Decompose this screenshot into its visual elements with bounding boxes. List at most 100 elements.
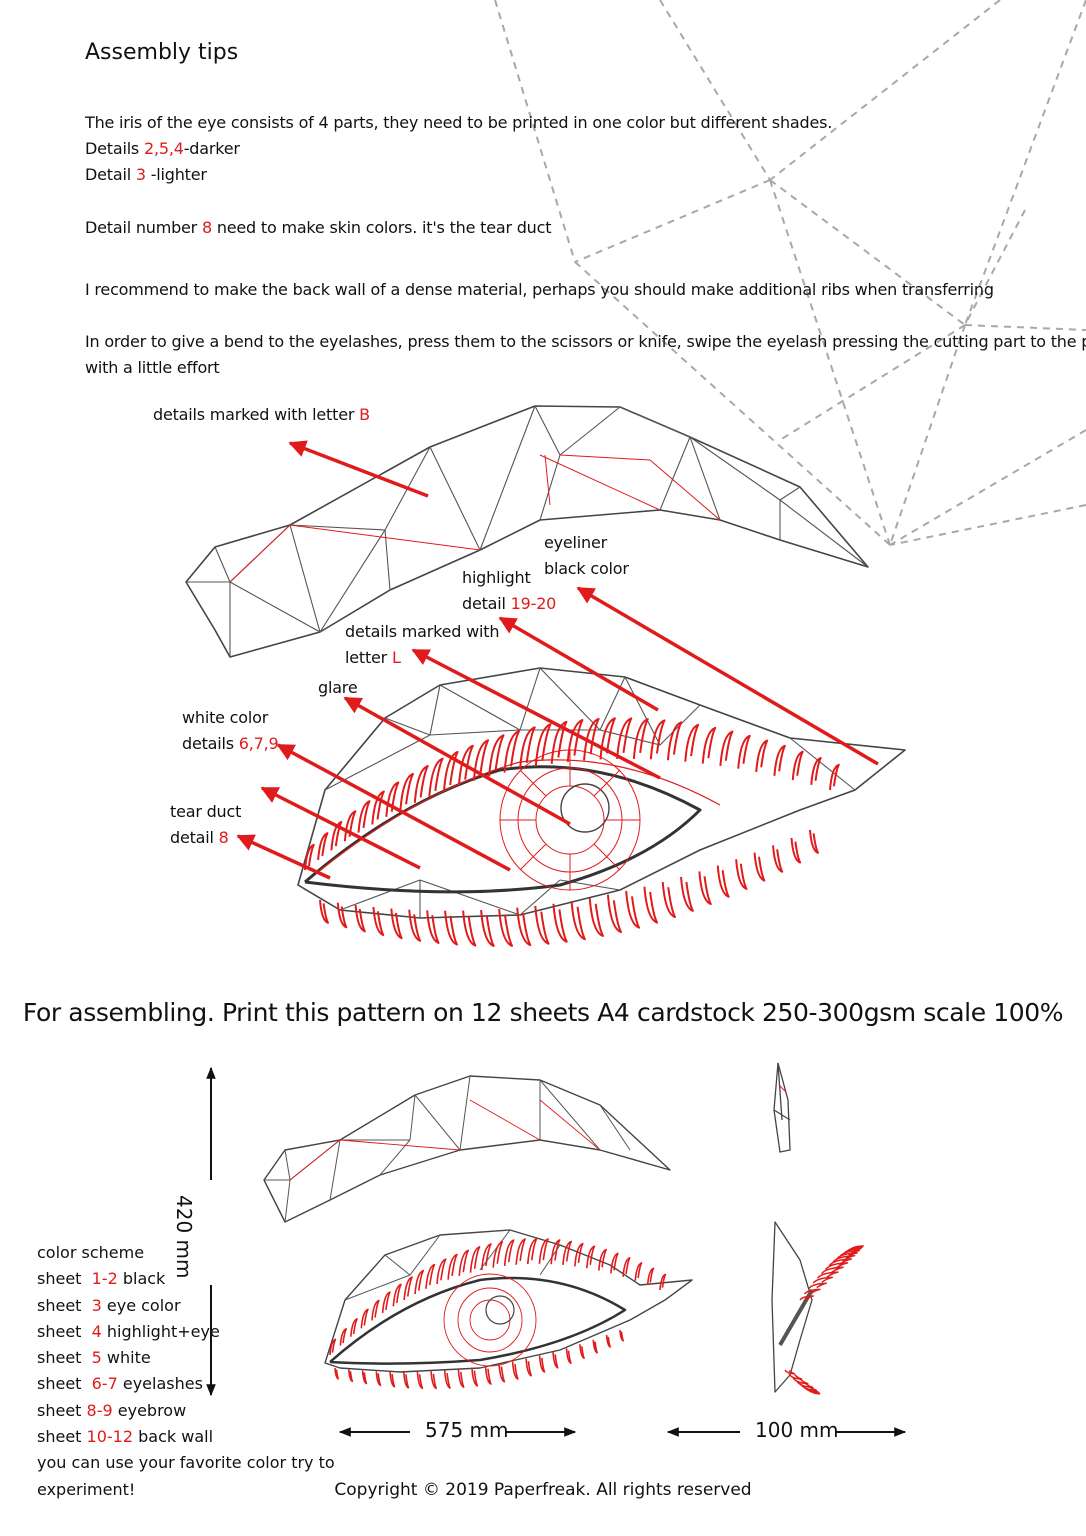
eyelash xyxy=(824,1262,849,1270)
lighter-detail-text: Detail 3 -lighter xyxy=(85,162,207,188)
print-instructions-heading: For assembling. Print this pattern on 12… xyxy=(22,998,1064,1027)
eyelash xyxy=(339,1328,348,1346)
eyelash xyxy=(357,800,371,833)
eyelash xyxy=(330,820,343,851)
eyelash xyxy=(632,718,649,759)
eyelash xyxy=(354,905,366,933)
eyebrow-callout-prefix: details marked with letter xyxy=(153,405,360,424)
eyelash xyxy=(680,876,694,912)
eyelash xyxy=(480,909,495,947)
darker-suffix: -darker xyxy=(183,139,240,158)
eyelash xyxy=(619,1329,625,1342)
eyelash xyxy=(588,898,604,937)
eyelash xyxy=(317,832,329,861)
scheme-row: sheet 8-9 eyebrow xyxy=(37,1398,335,1424)
eyelash xyxy=(402,1371,410,1389)
lashes-callout-line1: details marked with xyxy=(345,622,500,641)
eyelash xyxy=(820,1266,844,1275)
eyelash xyxy=(832,1254,856,1263)
eyelash xyxy=(511,1361,519,1380)
lashes-prefix: letter xyxy=(345,648,392,667)
eyelash xyxy=(550,720,568,764)
skin-suffix: need to make skin colors. it's the tear … xyxy=(211,218,552,237)
eyelash xyxy=(550,1239,561,1265)
eyelash xyxy=(525,1358,533,1377)
eyelash xyxy=(562,1240,573,1266)
white-callout-line2: details 6,7,9 xyxy=(182,731,279,757)
sheet-word: sheet xyxy=(37,1374,82,1394)
eyelash xyxy=(428,757,444,797)
lashes-callout-line2: letter L xyxy=(345,645,401,671)
eyelash xyxy=(425,1263,436,1289)
eyelash xyxy=(772,845,784,873)
eyelash xyxy=(436,1258,447,1285)
eyelash xyxy=(622,1257,631,1277)
eyelash xyxy=(661,881,676,919)
eyelash xyxy=(319,899,329,924)
eyelash xyxy=(812,1276,834,1284)
eyelash xyxy=(808,1282,828,1289)
eyelash xyxy=(372,906,385,937)
lighter-suffix: -lighter xyxy=(145,165,207,184)
eyelash xyxy=(755,739,769,773)
scheme-row: sheet 4 highlight+eye xyxy=(37,1319,335,1345)
eyelash xyxy=(666,721,683,761)
sheet-desc: eye color xyxy=(106,1295,181,1315)
eyelash xyxy=(634,1262,643,1281)
eyelash xyxy=(443,1370,451,1389)
eyebrow-callout: details marked with letter B xyxy=(153,402,370,428)
eyelash xyxy=(430,1371,438,1390)
eyelash xyxy=(426,910,440,944)
sheet-range: 4 xyxy=(91,1321,102,1341)
highlight-callout-line2: detail 19-20 xyxy=(462,591,556,617)
eyelash xyxy=(735,859,748,890)
highlight-detail-numbers: 19-20 xyxy=(510,594,557,613)
eyelash xyxy=(810,756,822,785)
eyelash xyxy=(484,1365,492,1385)
eyelash xyxy=(526,1237,538,1265)
eyelash xyxy=(570,901,586,941)
sheet-word: sheet xyxy=(37,1295,82,1315)
sheet-desc: highlight+eye xyxy=(106,1321,220,1341)
eyelash xyxy=(803,1288,821,1295)
eyelash xyxy=(579,1344,585,1359)
eyelash xyxy=(350,1318,358,1337)
lighter-prefix: Detail xyxy=(85,165,136,184)
color-scheme: color scheme sheet 1-2 black sheet 3 eye… xyxy=(37,1240,335,1503)
eyelash xyxy=(413,765,429,803)
skin-prefix: Detail number xyxy=(85,218,202,237)
page-title: Assembly tips xyxy=(85,40,239,65)
eyelash xyxy=(444,910,458,946)
highlight-prefix: detail xyxy=(462,594,511,613)
tear-callout-line1: tear duct xyxy=(170,802,242,821)
eyelash xyxy=(347,1369,354,1383)
eyelash xyxy=(790,837,802,864)
eyelash xyxy=(799,1295,814,1301)
eyelash xyxy=(329,1338,337,1356)
eyelash xyxy=(799,1383,818,1391)
eyelash xyxy=(360,1308,369,1329)
scheme-row: sheet 1-2 black xyxy=(37,1266,335,1292)
eyelash xyxy=(643,886,659,924)
color-scheme-title: color scheme xyxy=(37,1243,145,1262)
dimension-arrows xyxy=(206,1066,907,1437)
sheet-desc: back wall xyxy=(138,1427,214,1447)
darker-detail-numbers: 2,5,4 xyxy=(143,139,184,158)
eyelash xyxy=(375,1371,382,1387)
eyelash xyxy=(599,717,616,760)
eyelash xyxy=(828,1258,853,1267)
eyelash xyxy=(471,1367,479,1387)
eyelash xyxy=(791,750,804,781)
copyright-notice: Copyright © 2019 Paperfreak. All rights … xyxy=(334,1480,752,1500)
scheme-row: sheet 5 white xyxy=(37,1345,335,1371)
eyelash xyxy=(625,890,641,929)
eyelash xyxy=(701,726,717,764)
eyelash xyxy=(566,719,584,762)
eyelash xyxy=(646,1267,655,1286)
bend-text-line1: In order to give a bend to the eyelashes… xyxy=(85,332,1086,351)
white-prefix: details xyxy=(182,734,239,753)
eyelash xyxy=(498,1363,506,1383)
eyelash xyxy=(773,744,786,776)
eyelash xyxy=(796,1380,814,1389)
eyelash xyxy=(684,723,700,762)
